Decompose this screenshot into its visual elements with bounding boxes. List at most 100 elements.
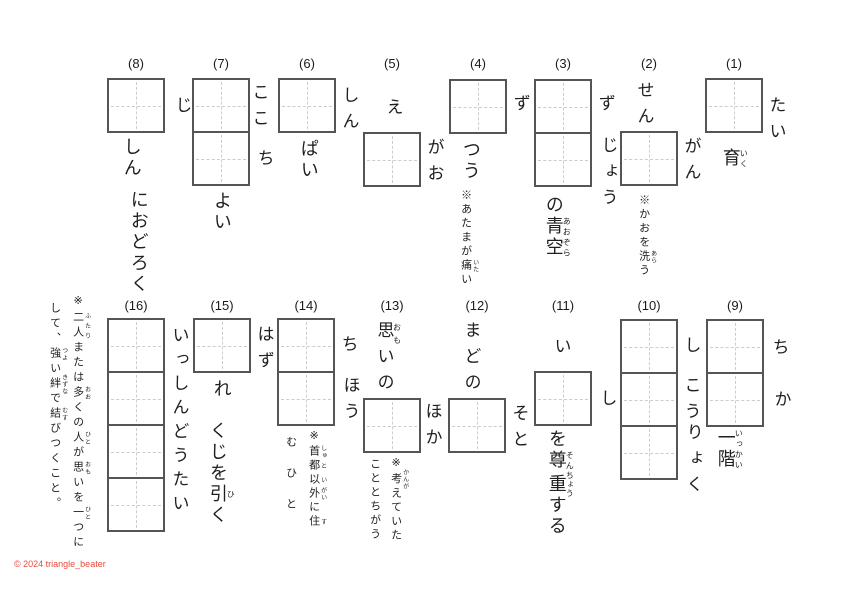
answer-box [193, 318, 251, 373]
note-text: ※かおを洗あらう [637, 194, 656, 278]
note-text: して、強つよい絆きずなで結むすびつくこと。 [48, 302, 67, 512]
reading-kana: ち [254, 149, 274, 175]
reading-kana: こう [681, 376, 701, 428]
answer-box-group [107, 318, 165, 532]
given-text: 思おもいの [374, 321, 402, 399]
reading-kana: ず [510, 94, 530, 120]
answer-box [192, 78, 250, 133]
given-text: を尊そん重ちょうする [546, 429, 575, 537]
answer-box-group [705, 78, 763, 133]
answer-box [706, 319, 764, 374]
reading-kana: しん [339, 86, 359, 138]
answer-box-group [449, 79, 507, 134]
answer-box [706, 372, 764, 427]
reading-kana: はず [254, 325, 274, 377]
problem-number: (12) [465, 298, 489, 313]
answer-box [363, 132, 421, 187]
given-text: え [383, 98, 403, 124]
answer-box [448, 398, 506, 453]
answer-box [192, 131, 250, 186]
given-text: 一いっ階かい [715, 428, 744, 470]
given-text: くじを引ひく [207, 421, 236, 526]
note-text: ※首しゅ都と以い外がいに住す [307, 429, 326, 529]
reading-kana: ち [338, 335, 358, 361]
reading-kana: じょう [598, 136, 618, 214]
reading-kana: ち [769, 338, 789, 364]
given-text: い [551, 337, 571, 363]
answer-box [107, 78, 165, 133]
answer-box [620, 131, 678, 186]
given-text: まどの [461, 321, 481, 399]
reading-kana: じ [172, 96, 192, 122]
note-text: ※あたまが痛いたい [459, 189, 478, 287]
answer-box-group [534, 371, 592, 426]
reading-kana: がん [681, 137, 701, 189]
answer-box [620, 425, 678, 480]
problem-number: (6) [299, 56, 315, 71]
note-text: むひと [284, 436, 297, 529]
note-text: こととちがう [368, 458, 381, 542]
problem-number: (10) [637, 298, 661, 313]
given-text: よい [211, 191, 232, 233]
reading-kana: がお [424, 138, 444, 190]
answer-box [620, 319, 678, 374]
answer-box-group [278, 78, 336, 133]
answer-box [107, 371, 165, 426]
answer-box-group [363, 132, 421, 187]
answer-box-group [534, 79, 592, 187]
answer-box-group [277, 318, 335, 426]
reading-kana: ず [595, 94, 615, 120]
answer-box-group [706, 319, 764, 427]
reading-kana: し [681, 336, 701, 362]
answer-box [534, 132, 592, 187]
reading-kana: ここ [249, 83, 269, 135]
answer-box-group [107, 78, 165, 133]
note-text: ※二人ふたりまたは多おおくの人ひとが思おもいを一ひとつに [71, 294, 90, 551]
answer-box [363, 398, 421, 453]
answer-box-group [363, 398, 421, 453]
problem-number: (2) [641, 56, 657, 71]
answer-box [277, 371, 335, 426]
given-text: しん [121, 137, 142, 179]
problem-number: (15) [210, 298, 234, 313]
reading-kana: りょく [683, 423, 703, 501]
problem-number: (9) [727, 298, 743, 313]
answer-box [620, 372, 678, 427]
problem-number: (13) [380, 298, 404, 313]
problem-number: (5) [384, 56, 400, 71]
given-text: の青あお空ぞら [543, 195, 572, 258]
problem-number: (3) [555, 56, 571, 71]
reading-kana: ほう [340, 376, 360, 428]
answer-box-group [620, 131, 678, 186]
answer-box [705, 78, 763, 133]
problem-number: (1) [726, 56, 742, 71]
problem-number: (7) [213, 56, 229, 71]
problem-number: (4) [470, 56, 486, 71]
given-text: ぱい [298, 139, 319, 181]
given-text: におどろく [128, 190, 149, 295]
reading-kana: そと [509, 404, 529, 456]
problem-number: (8) [128, 56, 144, 71]
answer-box [534, 79, 592, 134]
answer-box-group [192, 78, 250, 186]
given-text: つう [460, 140, 481, 182]
answer-box-group [193, 318, 251, 373]
answer-box [278, 78, 336, 133]
answer-box [107, 318, 165, 373]
given-text: せん [634, 81, 654, 133]
reading-kana: いっしんどうたい [169, 326, 189, 518]
answer-box [449, 79, 507, 134]
answer-box-group [620, 319, 678, 480]
given-text: れ [211, 379, 232, 400]
reading-kana: たい [766, 96, 786, 148]
problem-number: (16) [124, 298, 148, 313]
answer-box [107, 477, 165, 532]
copyright-text: © 2024 triangle_beater [14, 559, 106, 569]
answer-box [534, 371, 592, 426]
problem-number: (11) [551, 298, 575, 313]
answer-box-group [448, 398, 506, 453]
problem-number: (14) [294, 298, 318, 313]
reading-kana: か [771, 390, 791, 416]
note-text: ※考かんがえていた [389, 456, 408, 543]
